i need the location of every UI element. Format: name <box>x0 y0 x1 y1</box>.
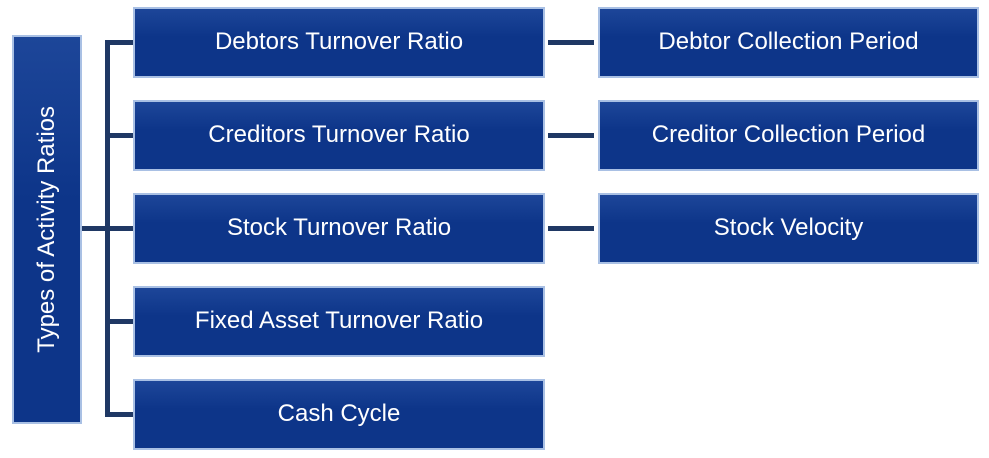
root-node-label: Types of Activity Ratios <box>32 106 60 353</box>
root-connector-line <box>82 226 133 231</box>
node-creditor-collection-period: Creditor Collection Period <box>598 100 979 171</box>
connector-creditor-collection-period <box>548 133 594 138</box>
node-label: Debtor Collection Period <box>658 28 919 56</box>
connector-creditors-turnover <box>105 133 133 138</box>
root-node-types-of-activity-ratios: Types of Activity Ratios <box>12 35 82 424</box>
node-label: Cash Cycle <box>277 400 401 428</box>
connector-debtor-collection-period <box>548 40 594 45</box>
node-stock-velocity: Stock Velocity <box>598 193 979 264</box>
connector-fixed-asset-turnover <box>105 319 133 324</box>
node-debtors-turnover-ratio: Debtors Turnover Ratio <box>133 7 545 78</box>
node-stock-turnover-ratio: Stock Turnover Ratio <box>133 193 545 264</box>
node-debtor-collection-period: Debtor Collection Period <box>598 7 979 78</box>
connector-stock-velocity <box>548 226 594 231</box>
node-label: Creditor Collection Period <box>651 121 926 149</box>
connector-debtors-turnover <box>105 40 133 45</box>
node-label: Stock Velocity <box>713 214 864 242</box>
node-fixed-asset-turnover-ratio: Fixed Asset Turnover Ratio <box>133 286 545 357</box>
node-label: Fixed Asset Turnover Ratio <box>194 307 484 335</box>
node-label: Creditors Turnover Ratio <box>208 121 470 149</box>
connector-cash-cycle <box>105 412 133 417</box>
node-creditors-turnover-ratio: Creditors Turnover Ratio <box>133 100 545 171</box>
node-label: Debtors Turnover Ratio <box>214 28 464 56</box>
node-cash-cycle: Cash Cycle <box>133 379 545 450</box>
node-label: Stock Turnover Ratio <box>226 214 452 242</box>
